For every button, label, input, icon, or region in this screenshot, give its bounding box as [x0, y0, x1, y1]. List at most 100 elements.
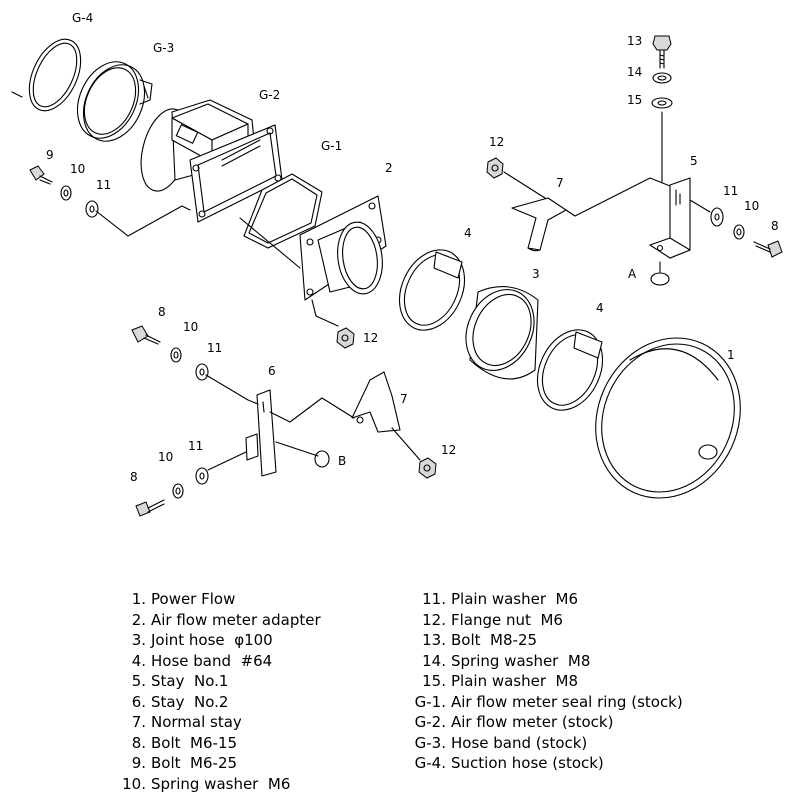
legend-number: 3.: [131, 631, 146, 649]
legend-number: 15.: [422, 672, 446, 690]
callout-labels: G-4 G-3 G-2 G-1 2 9 10 11 12 7 4 3 5 11 …: [46, 11, 779, 484]
legend-number: 1.: [131, 590, 146, 608]
callout-3: 3: [532, 267, 540, 281]
legend-label: Flange nut M6: [451, 610, 563, 629]
hose-band-g3: [76, 61, 153, 142]
callout-11: 11: [188, 439, 203, 453]
assembly-lines: [95, 111, 711, 471]
legend-number: G-4.: [414, 754, 446, 772]
callout-4: 4: [464, 226, 472, 240]
legend-item: 14. Spring washer M8: [400, 651, 683, 672]
legend-label: Stay No.2: [151, 692, 229, 711]
legend-label: Bolt M6-25: [151, 754, 238, 772]
legend-number: 11.: [422, 590, 446, 608]
callout-1: 1: [727, 348, 735, 362]
callout-g4: G-4: [72, 11, 93, 25]
callout-15: 15: [627, 93, 642, 107]
legend-label: Spring washer M6: [151, 774, 291, 793]
legend-item: 13.Bolt M8-25: [400, 630, 683, 651]
legend-number: 9.: [131, 754, 146, 772]
legend-item: 15. Plain washer M8: [400, 671, 683, 692]
legend-label: Plain washer M8: [451, 672, 579, 690]
legend-label: Spring washer M8: [451, 651, 591, 670]
hose-band-lower: [536, 329, 604, 411]
flange-nuts: [336, 157, 504, 479]
legend-label: Joint hose φ100: [151, 631, 273, 649]
callout-b: B: [338, 454, 346, 468]
parts-legend-left: 1. Power Flow 2. Air flow meter adapter 3.…: [112, 589, 321, 795]
callout-g1: G-1: [321, 139, 342, 153]
legend-item: 11.Plain washer M6: [400, 589, 683, 610]
normal-stay-lower: [351, 371, 401, 433]
legend-item: 3. Joint hose φ100: [112, 630, 321, 651]
legend-label: Hose band #64: [151, 651, 273, 670]
legend-number: G-2.: [414, 713, 446, 731]
callout-g3: G-3: [153, 41, 174, 55]
legend-item: G-1.Air flow meter seal ring (stock): [400, 692, 683, 713]
legend-item: G-3. Hose band (stock): [400, 733, 683, 754]
callout-11: 11: [96, 178, 111, 192]
legend-item: G-2.Air flow meter (stock): [400, 712, 683, 733]
legend-item: 2. Air flow meter adapter: [112, 610, 321, 631]
legend-item: 12. Flange nut M6: [400, 610, 683, 631]
callout-11: 11: [723, 184, 738, 198]
suction-hose-g4: [11, 38, 82, 112]
callout-8: 8: [158, 305, 166, 319]
callout-2: 2: [385, 161, 393, 175]
callout-10: 10: [183, 320, 198, 334]
bolt-8-right: [753, 240, 783, 258]
power-flow-filter: [595, 337, 741, 499]
legend-label: Suction hose (stock): [451, 754, 604, 772]
legend-item: 10. Spring washer M6: [112, 774, 321, 795]
joint-hose: [465, 286, 539, 380]
callout-7: 7: [400, 392, 408, 406]
legend-item: 4. Hose band #64: [112, 651, 321, 672]
legend-number: 2.: [131, 610, 146, 629]
callout-12: 12: [489, 135, 504, 149]
legend-item: 8. Bolt M6-15: [112, 733, 321, 754]
callout-5: 5: [690, 154, 698, 168]
legend-label: Bolt M6-15: [151, 733, 238, 752]
callout-10: 10: [158, 450, 173, 464]
legend-item: 7.Normal stay: [112, 712, 321, 733]
legend-number: 8.: [131, 733, 146, 752]
legend-number: 4.: [131, 651, 146, 670]
legend-number: G-3.: [414, 733, 446, 752]
callout-a: A: [628, 267, 637, 281]
callout-14: 14: [627, 65, 642, 79]
bolt-13: [652, 35, 672, 69]
legend-number: G-1.: [414, 692, 446, 711]
stay-no1: [649, 177, 691, 259]
bolt-8-bottom: [135, 499, 165, 517]
washers: [60, 72, 745, 499]
exploded-parts-diagram: G-4 G-3 G-2 G-1 2 9 10 11 12 7 4 3 5 11 …: [11, 11, 783, 517]
legend-label: Stay No.1: [151, 672, 229, 690]
legend-number: 6.: [131, 692, 146, 711]
normal-stay-upper: [511, 197, 567, 252]
reference-mark-a: [650, 272, 670, 286]
callout-9: 9: [46, 148, 54, 162]
callout-g2: G-2: [259, 88, 280, 102]
legend-label: Hose band (stock): [451, 733, 588, 752]
seal-ring-g1: [243, 173, 323, 249]
hose-band-upper: [398, 249, 466, 331]
legend-label: Air flow meter adapter: [151, 610, 321, 629]
legend-item: 1. Power Flow: [112, 589, 321, 610]
bolt-8-left: [131, 325, 161, 345]
legend-item: 5. Stay No.1: [112, 671, 321, 692]
legend-item: G-4. Suction hose (stock): [400, 753, 683, 774]
callout-10: 10: [70, 162, 85, 176]
callout-8: 8: [771, 219, 779, 233]
bolt-9: [29, 165, 53, 185]
callout-7: 7: [556, 176, 564, 190]
legend-label: Normal stay: [151, 713, 242, 731]
callout-10: 10: [744, 199, 759, 213]
legend-number: 5.: [131, 672, 146, 690]
legend-label: Power Flow: [151, 590, 236, 608]
legend-number: 14.: [422, 651, 446, 670]
legend-item: 6. Stay No.2: [112, 692, 321, 713]
legend-number: 12.: [422, 610, 446, 629]
legend-item: 9. Bolt M6-25: [112, 753, 321, 774]
legend-number: 10.: [122, 774, 146, 793]
callout-4: 4: [596, 301, 604, 315]
